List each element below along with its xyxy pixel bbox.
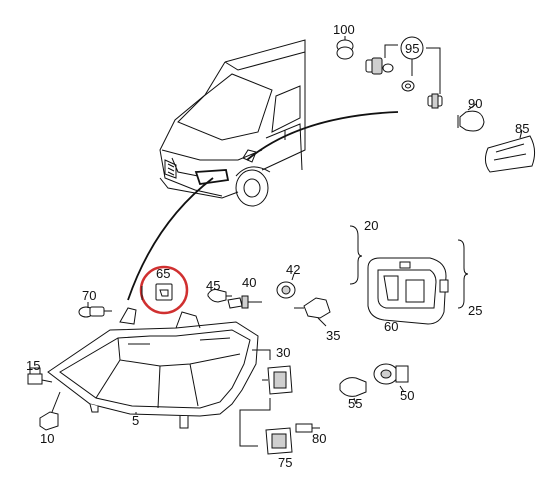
part-30-connector <box>262 365 293 395</box>
label-70: 70 <box>82 288 96 303</box>
part-50-socket <box>373 363 409 393</box>
label-50: 50 <box>400 388 414 403</box>
part-60-housing-rear <box>367 257 449 325</box>
label-35: 35 <box>326 328 340 343</box>
bracket-95-right <box>426 47 441 94</box>
brace-20 <box>349 225 363 285</box>
part-15-clip <box>27 367 43 385</box>
label-20: 20 <box>364 218 378 233</box>
part-80-terminal <box>295 423 320 433</box>
label-65: 65 <box>156 266 170 281</box>
highlight-circle-65 <box>139 265 189 315</box>
label-45: 45 <box>206 278 220 293</box>
part-10-clip <box>39 391 61 431</box>
label-55: 55 <box>348 396 362 411</box>
label-40: 40 <box>242 275 256 290</box>
label-25: 25 <box>468 303 482 318</box>
part-90-bulb <box>457 103 485 132</box>
leader-van-to-headlamp <box>127 177 214 301</box>
label-60: 60 <box>384 319 398 334</box>
label-80: 80 <box>312 431 326 446</box>
part-95-socket <box>365 57 415 92</box>
part-65-clip <box>155 283 173 301</box>
part-55-bulb <box>339 377 367 405</box>
label-10: 10 <box>40 431 54 446</box>
part-75-connector <box>265 427 293 455</box>
label-85: 85 <box>515 121 529 136</box>
bracket-95-left <box>384 44 398 58</box>
part-42-socket <box>276 273 296 299</box>
label-5: 5 <box>132 413 139 428</box>
part-85-indicator-lens <box>484 129 536 173</box>
part-70-screw <box>78 302 112 318</box>
part-40-bulb <box>227 295 262 309</box>
part-100-cap <box>336 36 354 60</box>
part-95-holder <box>427 93 443 109</box>
label-42: 42 <box>286 262 300 277</box>
van-illustration <box>159 39 306 207</box>
part-35-bulb <box>294 297 331 327</box>
label-90: 90 <box>468 96 482 111</box>
leader-van-to-tail <box>246 111 399 161</box>
label-95: 95 <box>405 41 419 56</box>
part-45-bulb <box>207 289 232 303</box>
label-75: 75 <box>278 455 292 470</box>
label-15: 15 <box>26 358 40 373</box>
brace-25 <box>457 239 469 309</box>
label-100: 100 <box>333 22 355 37</box>
label-30: 30 <box>276 345 290 360</box>
part-5-headlamp <box>47 307 259 429</box>
